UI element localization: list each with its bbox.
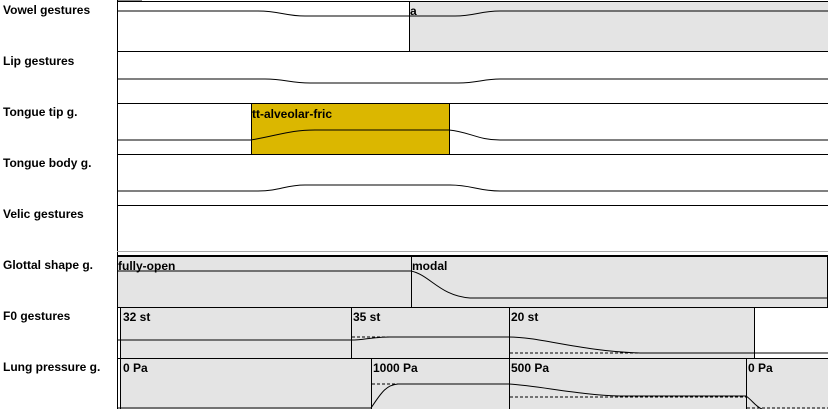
track-vowel[interactable]: a [117, 1, 828, 52]
track-label-tongue-body: Tongue body g. [3, 156, 92, 170]
gesture-0pa-end[interactable] [747, 359, 828, 409]
gesture-label: 0 Pa [123, 361, 148, 375]
gesture-500pa[interactable] [510, 359, 746, 409]
gesture-label: 0 Pa [748, 361, 773, 375]
gesture-32st[interactable] [121, 308, 351, 358]
track-tongue-tip[interactable]: tt-alveolar-fric [117, 104, 828, 155]
gesture-label: 500 Pa [511, 361, 549, 375]
gesture-a[interactable] [409, 2, 828, 51]
gesture-label: modal [412, 259, 447, 273]
gesture-tt-alveolar-fric[interactable] [251, 104, 449, 154]
gesture-0pa[interactable] [121, 359, 371, 409]
gesture-20st[interactable] [510, 308, 754, 358]
track-lip[interactable] [117, 78, 828, 104]
track-label-tongue-tip: Tongue tip g. [3, 105, 78, 119]
gesture-label: 32 st [123, 310, 150, 324]
track-tongue-body[interactable] [117, 184, 828, 206]
gesture-fully-open[interactable] [118, 257, 411, 307]
gesture-label: tt-alveolar-fric [252, 107, 332, 121]
track-lung-pressure[interactable]: 0 Pa 1000 Pa 500 Pa 0 Pa [117, 359, 828, 409]
track-label-lip: Lip gestures [3, 54, 75, 68]
track-glottal[interactable]: fully-open modal [117, 257, 828, 308]
track-label-lung: Lung pressure g. [3, 360, 101, 374]
track-velic[interactable] [117, 251, 828, 257]
gesture-35st[interactable] [352, 308, 509, 358]
gesture-label: a [410, 4, 417, 18]
track-label-f0: F0 gestures [3, 309, 71, 323]
gesture-label: fully-open [118, 259, 175, 273]
track-label-vowel: Vowel gestures [3, 3, 91, 17]
track-label-glottal: Glottal shape g. [3, 258, 94, 272]
gesture-label: 35 st [353, 310, 380, 324]
gesture-label: 20 st [511, 310, 538, 324]
gesture-modal[interactable] [412, 257, 828, 307]
track-label-velic: Velic gestures [3, 207, 84, 221]
gesture-label: 1000 Pa [373, 361, 418, 375]
track-f0[interactable]: 32 st 35 st 20 st [117, 308, 828, 359]
